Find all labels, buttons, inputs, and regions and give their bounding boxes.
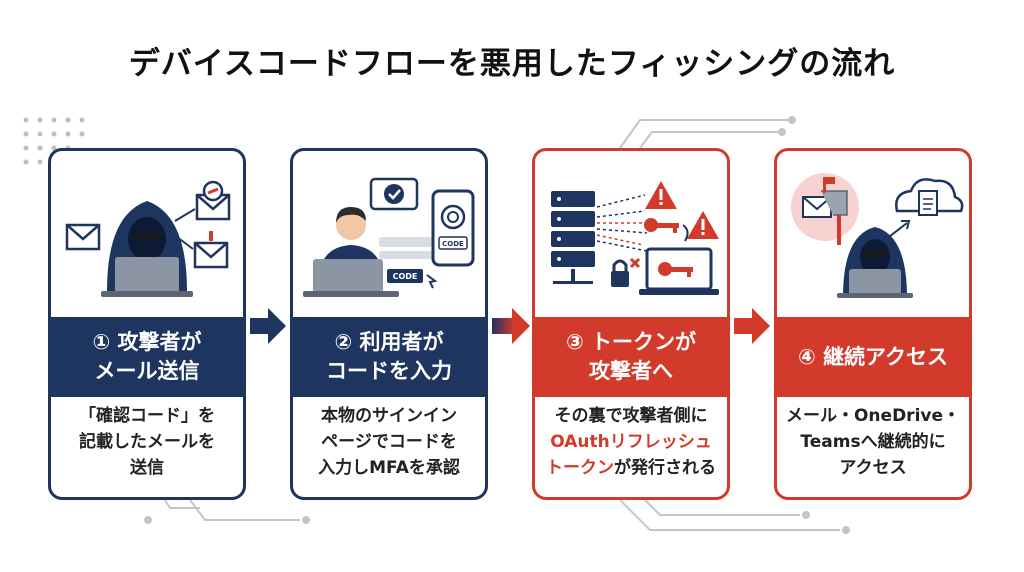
server-icon <box>551 191 595 284</box>
step-number: ② <box>334 330 353 354</box>
step-number: ① <box>92 330 111 354</box>
page-title: デバイスコードフローを悪用したフィッシングの流れ <box>128 46 896 82</box>
step-1-illustration <box>65 180 231 297</box>
lock-icon <box>611 257 641 287</box>
desc-line: アクセス <box>839 458 907 478</box>
desc-line: 「確認コード」を <box>79 406 215 426</box>
warning-icon <box>645 181 677 209</box>
desc-highlight-token: トークン <box>546 458 614 478</box>
step-2-card: CODE CODE ② 利用者が コードを入力 本物のサインイン ページでコード… <box>290 148 488 500</box>
step-number: ④ <box>797 344 816 369</box>
link-mail-icon <box>195 180 231 221</box>
code-label: CODE <box>442 240 464 248</box>
step-heading-line: トークンが <box>591 330 697 354</box>
step-heading-line: 利用者が <box>359 330 444 354</box>
step-heading-line: 攻撃者へ <box>589 359 673 383</box>
desc-line: 本物のサインイン <box>321 406 457 426</box>
check-bubble-icon <box>369 177 419 211</box>
desc-rest: が発行される <box>614 458 716 478</box>
step-4-description: メール・OneDrive・ Teamsへ継続的に アクセス <box>777 403 969 481</box>
step-heading-line: 攻撃者が <box>117 330 202 354</box>
step-2-description: 本物のサインイン ページでコードを 入力しMFAを承認 <box>293 403 485 481</box>
arrow-right-icon <box>492 308 530 344</box>
warning-icon <box>687 211 719 239</box>
mailbox-icon <box>791 173 859 245</box>
envelope-icon <box>65 223 101 251</box>
step-4-card: ④ 継続アクセス メール・OneDrive・ Teamsへ継続的に アクセス <box>774 148 972 500</box>
fingerprint-icon <box>440 204 466 230</box>
desc-line: 送信 <box>130 458 164 478</box>
laptop-icon <box>639 247 719 295</box>
step-3-description: その裏で攻撃者側に OAuthリフレッシュ トークンが発行される <box>535 403 727 481</box>
step-4-illustration <box>791 173 964 298</box>
step-heading-line: コードを入力 <box>326 359 452 383</box>
cloud-document-icon <box>895 178 964 216</box>
desc-line: その裏で攻撃者側に <box>554 406 708 426</box>
arrow-right-icon <box>734 308 770 344</box>
step-3-heading: ③ トークンが 攻撃者へ <box>535 317 727 397</box>
step-1-heading: ① 攻撃者が メール送信 <box>51 317 243 397</box>
step-4-heading: ④ 継続アクセス <box>777 317 969 397</box>
desc-line: メール・OneDrive・ <box>785 406 961 426</box>
hacker-icon <box>837 227 913 298</box>
step-2-heading: ② 利用者が コードを入力 <box>293 317 485 397</box>
smartphone-icon: CODE <box>431 189 475 267</box>
laptop-icon <box>303 259 399 297</box>
alert-mail-icon <box>193 231 229 269</box>
desc-line: 記載したメールを <box>79 432 215 452</box>
step-2-illustration: CODE CODE <box>303 177 475 297</box>
desc-line: ページでコードを <box>321 432 457 452</box>
step-heading-line: メール送信 <box>94 359 200 383</box>
desc-line-highlight: OAuthリフレッシュ <box>550 432 712 452</box>
hacker-icon <box>101 201 193 297</box>
arrow-right-icon <box>250 308 286 344</box>
step-3-card: ③ トークンが 攻撃者へ その裏で攻撃者側に OAuthリフレッシュ トークンが… <box>532 148 730 500</box>
step-heading-line: 継続アクセス <box>823 344 949 369</box>
code-tag: CODE <box>393 272 418 281</box>
step-1-description: 「確認コード」を 記載したメールを 送信 <box>51 403 243 481</box>
desc-line: 入力しMFAを承認 <box>318 458 460 478</box>
desc-line: Teamsへ継続的に <box>800 432 946 452</box>
step-3-illustration <box>551 181 719 295</box>
step-number: ③ <box>565 330 584 354</box>
key-icon <box>644 218 679 233</box>
step-1-card: ① 攻撃者が メール送信 「確認コード」を 記載したメールを 送信 <box>48 148 246 500</box>
desc-line: トークンが発行される <box>535 455 727 481</box>
